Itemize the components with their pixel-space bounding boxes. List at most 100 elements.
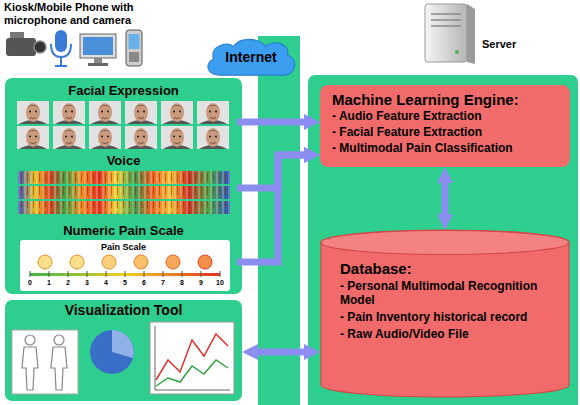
cylinder-top (321, 231, 569, 255)
node-content: Machine Learning Engine: - Audio Feature … (320, 85, 570, 164)
phone-screen (129, 34, 140, 49)
body-outline (51, 335, 67, 390)
pain-face (166, 255, 180, 269)
server-side (467, 4, 475, 64)
face-photo (53, 101, 85, 124)
scale-number: 6 (135, 279, 153, 287)
section-heading: Numeric Pain Scale (14, 224, 233, 239)
spectrogram-texture (18, 201, 230, 214)
process-box: Machine Learning Engine: - Audio Feature … (320, 85, 570, 167)
scale-number: 1 (40, 279, 58, 287)
pain-scale-title: Pain Scale (14, 242, 233, 252)
bullet-item: - Personal Multimodal Recognition Model (340, 280, 540, 308)
scale-number: 4 (97, 279, 115, 287)
section-heading: Facial Expression (14, 84, 233, 99)
scale-number: 5 (116, 279, 134, 287)
node-content: Voice (10, 152, 237, 169)
cloud-label: Internet (225, 49, 276, 65)
face-photo (17, 101, 49, 124)
monitor-frame (80, 34, 116, 58)
bullet-item: - Facial Feature Extraction (332, 126, 558, 140)
cloud-shape (208, 39, 295, 75)
monitor-base (88, 63, 108, 66)
spectrogram-strip (18, 171, 230, 184)
section-panel: Visualization Tool (5, 300, 242, 400)
face-photo (161, 101, 193, 124)
face-photos (17, 101, 229, 149)
camcorder-lens (34, 41, 46, 53)
node-content: Database: - Personal Multimodal Recogniti… (320, 230, 570, 357)
spectrogram-texture (18, 171, 230, 184)
face-photo (125, 101, 157, 124)
data-flow-arrow (254, 349, 308, 356)
section-heading: Voice (14, 154, 233, 169)
pain-face (38, 255, 52, 269)
phone-body (126, 30, 142, 66)
face-photo (125, 126, 157, 149)
face-photo (197, 126, 229, 149)
data-flow-arrow (237, 119, 308, 126)
face-photo (53, 126, 85, 149)
spectrogram-texture (18, 186, 230, 199)
face-photo (89, 101, 121, 124)
pain-face (102, 255, 116, 269)
pie-slice (112, 330, 134, 358)
phone-icon (126, 30, 142, 66)
database-cylinder: Database: - Personal Multimodal Recogniti… (320, 230, 570, 398)
microphone-stand (51, 44, 71, 66)
chart-line (156, 334, 228, 380)
server-caption: Server (482, 38, 542, 51)
data-flow-arrow (237, 155, 308, 262)
pain-face (70, 255, 84, 269)
monitor-screen (83, 37, 113, 55)
chart-axes (155, 326, 230, 390)
data-flow-arrow (442, 179, 449, 218)
network-cloud: Internet (203, 36, 299, 78)
pain-ruler-ticks (30, 271, 220, 277)
face-photo (197, 101, 229, 124)
body-map-card (12, 330, 78, 394)
camcorder-handle (10, 32, 24, 38)
scale-number: 9 (192, 279, 210, 287)
output-panel (5, 300, 242, 401)
phone-keypad (129, 52, 139, 62)
input-panel (5, 78, 242, 294)
server-slots (431, 14, 461, 26)
box-heading: Machine Learning Engine: (332, 91, 558, 108)
pie-chart (90, 330, 134, 374)
section-panel: Facial Expression (10, 82, 237, 150)
microphone-head (55, 30, 67, 52)
body-outline (22, 335, 38, 390)
device-caption: Kiosk/Mobile Phone with microphone and c… (4, 1, 159, 26)
section-heading: Visualization Tool (9, 302, 238, 318)
bullet-item: - Audio Feature Extraction (332, 110, 558, 124)
face-photo (161, 126, 193, 149)
section-panel: Voice (10, 152, 237, 220)
monitor-stand (94, 58, 102, 63)
scale-number: 3 (78, 279, 96, 287)
face-photo (17, 126, 49, 149)
spectrogram-strip (18, 201, 230, 214)
line-chart-card (150, 322, 234, 394)
server-panel (308, 75, 578, 405)
camcorder-body (6, 38, 36, 56)
bullet-item: - Raw Audio/Video File (340, 328, 540, 342)
node-content: Internet (203, 36, 299, 78)
pain-face (134, 255, 148, 269)
camcorder-icon (6, 32, 46, 56)
scale-number: 0 (21, 279, 39, 287)
server-front (425, 4, 467, 62)
data-flow-arrow (237, 155, 308, 188)
spectrogram-strip (18, 186, 230, 199)
pain-face (198, 255, 212, 269)
box-heading: Database: (340, 260, 550, 277)
visualization-images (12, 322, 234, 394)
bullet-item: - Pain Inventory historical record (340, 311, 540, 325)
monitor-icon (80, 34, 116, 66)
scale-number: 7 (154, 279, 172, 287)
face-photo (89, 126, 121, 149)
cylinder-body (321, 230, 569, 397)
spectrograms (18, 171, 230, 214)
scale-number: 10 (211, 279, 229, 287)
scale-number: 8 (173, 279, 191, 287)
